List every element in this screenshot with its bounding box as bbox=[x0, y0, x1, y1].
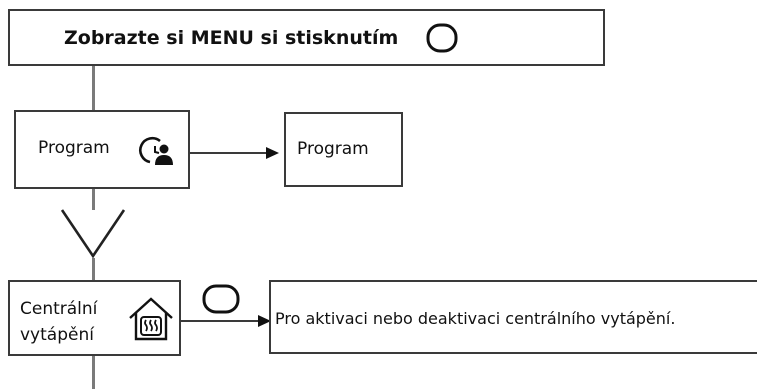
main-connector-top bbox=[92, 65, 95, 110]
main-connector-bottom bbox=[92, 356, 95, 389]
chevron-down-icon[interactable] bbox=[60, 208, 126, 260]
heating-description-box: Pro aktivaci nebo deaktivaci centrálního… bbox=[269, 280, 757, 354]
program-menu-item[interactable]: Program bbox=[14, 110, 190, 189]
program-arrow-line bbox=[190, 152, 270, 154]
round-button-icon bbox=[202, 284, 240, 314]
round-button-icon bbox=[426, 23, 458, 53]
heating-arrow-line bbox=[181, 320, 263, 322]
program-item-label: Program bbox=[38, 138, 110, 158]
menu-header-text: Zobrazte si MENU si stisknutím bbox=[64, 27, 399, 49]
program-clock-person-icon bbox=[139, 136, 173, 165]
heating-label-line1: Centrální bbox=[20, 299, 98, 319]
menu-header-box: Zobrazte si MENU si stisknutím bbox=[8, 9, 605, 66]
central-heating-menu-item[interactable]: Centrální vytápění bbox=[8, 280, 181, 356]
program-target-label: Program bbox=[297, 139, 369, 159]
main-connector-middle bbox=[92, 188, 95, 210]
house-heating-icon bbox=[129, 297, 173, 341]
program-arrow-head bbox=[266, 147, 279, 159]
program-target-box: Program bbox=[284, 112, 403, 187]
heating-arrow-head bbox=[258, 315, 271, 327]
heating-description-text: Pro aktivaci nebo deaktivaci centrálního… bbox=[275, 309, 676, 328]
heating-label-line2: vytápění bbox=[20, 325, 94, 345]
main-connector-lower bbox=[92, 258, 95, 280]
